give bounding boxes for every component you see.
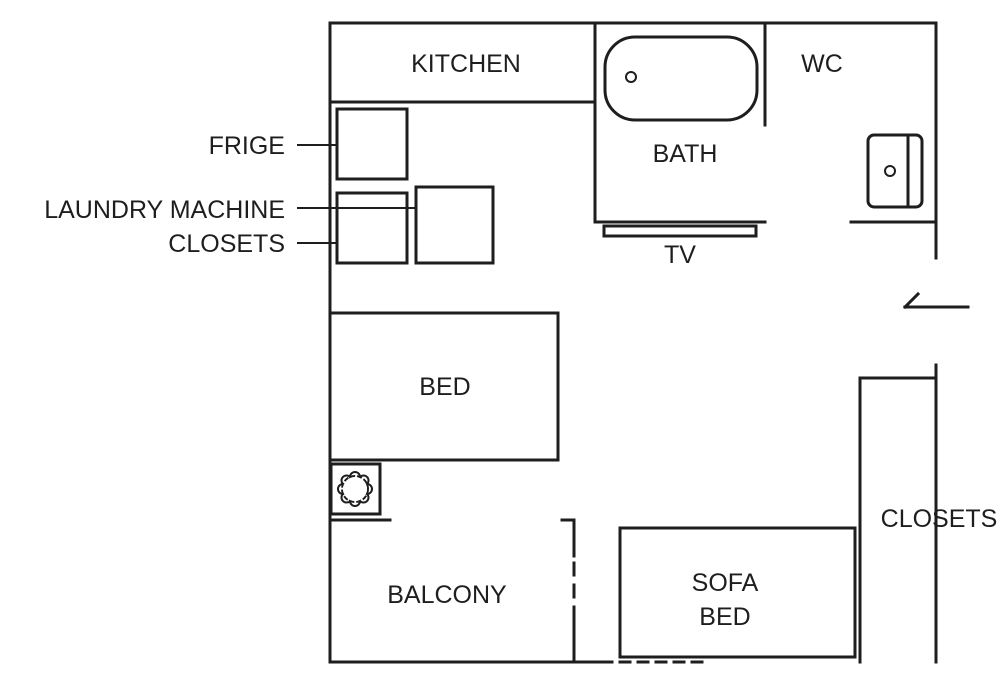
bathroom bbox=[593, 21, 767, 224]
plant-box bbox=[329, 462, 382, 516]
closets-box-left bbox=[414, 185, 495, 265]
bathtub-icon bbox=[603, 35, 759, 122]
label-wc: WC bbox=[801, 50, 843, 78]
bed-box bbox=[328, 311, 560, 462]
label-closets-left: CLOSETS bbox=[168, 230, 285, 258]
plant-icon bbox=[337, 471, 373, 507]
label-bath: BATH bbox=[653, 140, 718, 168]
entrance-arrow-icon bbox=[902, 291, 970, 310]
label-balcony: BALCONY bbox=[387, 581, 507, 609]
label-closets-right: CLOSETS bbox=[881, 505, 998, 533]
outer-walls bbox=[328, 21, 938, 664]
label-bed: BED bbox=[419, 373, 470, 401]
label-laundry-machine: LAUNDRY MACHINE bbox=[44, 196, 285, 224]
fridge-box bbox=[335, 107, 409, 181]
balcony-walls bbox=[328, 518, 576, 664]
tv-unit bbox=[602, 224, 758, 238]
label-tv: TV bbox=[664, 241, 696, 269]
sink-icon bbox=[866, 133, 924, 209]
drain-icon bbox=[625, 71, 637, 83]
label-sofa: SOFA bbox=[692, 569, 759, 597]
label-frige: FRIGE bbox=[209, 132, 285, 160]
sofa-bed-box bbox=[618, 526, 857, 659]
laundry-machine-box bbox=[335, 191, 409, 265]
label-sofa-bed: BED bbox=[699, 603, 750, 631]
closets-right-area bbox=[858, 376, 938, 664]
label-kitchen: KITCHEN bbox=[411, 50, 521, 78]
wc-area bbox=[763, 21, 938, 224]
